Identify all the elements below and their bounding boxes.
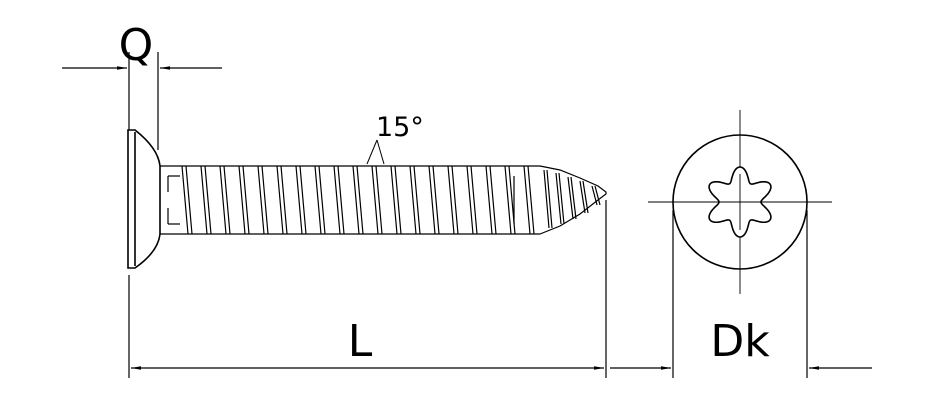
- thread-crest-lines: [181, 165, 601, 235]
- screw-tip: [513, 165, 607, 235]
- dk-label: Dk: [710, 316, 770, 367]
- screw-shank: [160, 165, 540, 235]
- thread-angle-mark: [366, 139, 385, 165]
- q-label: Q: [119, 20, 154, 71]
- dk-dimension: [610, 210, 872, 378]
- l-label: L: [348, 316, 373, 367]
- screw-head-side: [127, 129, 161, 269]
- l-dimension: [128, 200, 607, 378]
- thread-angle-label: 15°: [376, 112, 424, 143]
- centerlines-overlay: [712, 174, 768, 230]
- screw-thread: [181, 165, 601, 235]
